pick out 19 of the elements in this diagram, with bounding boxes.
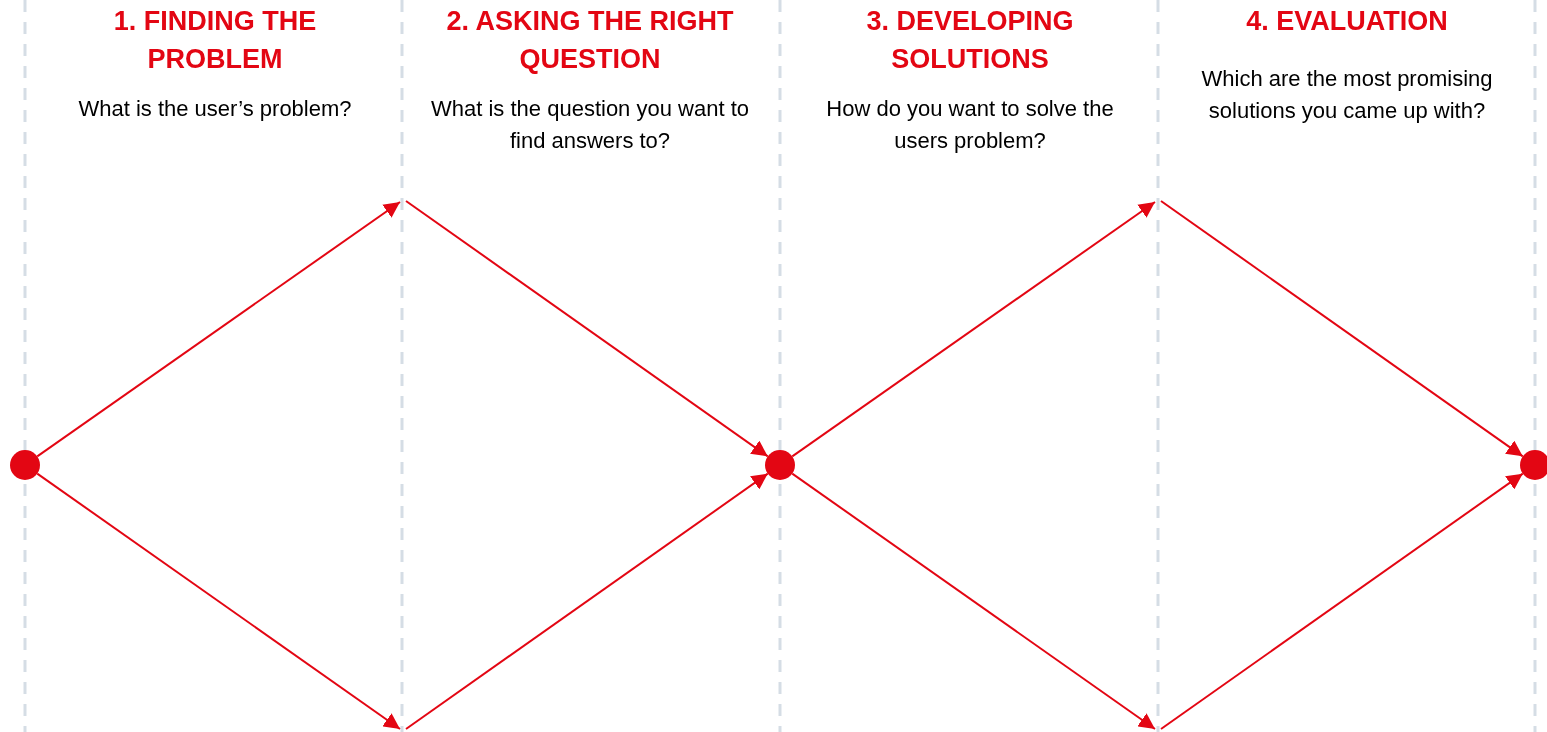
node-circle — [765, 450, 795, 480]
arrow — [791, 472, 1156, 730]
stage-heading: 3. DEVELOPING SOLUTIONS — [865, 5, 1075, 76]
stage-question: Which are the most promising solutions you came up with? — [1200, 65, 1494, 125]
arrow — [1160, 200, 1524, 458]
arrow — [405, 472, 769, 730]
node-circle — [10, 450, 40, 480]
arrow — [405, 200, 769, 458]
stage-question: How do you want to solve the users problem? — [825, 95, 1115, 155]
node-circle — [1520, 450, 1547, 480]
arrow — [1160, 472, 1524, 730]
stage-heading: 1. FINDING THE PROBLEM — [112, 5, 318, 76]
stage-question: What is the user’s problem? — [77, 95, 353, 123]
arrow — [791, 201, 1156, 458]
stage-heading: 2. ASKING THE RIGHT QUESTION — [445, 5, 735, 76]
arrow — [36, 201, 401, 458]
arrow — [36, 472, 401, 730]
stage-question: What is the question you want to find answers to? — [430, 95, 750, 155]
stage-heading: 4. EVALUATION — [1245, 5, 1449, 38]
